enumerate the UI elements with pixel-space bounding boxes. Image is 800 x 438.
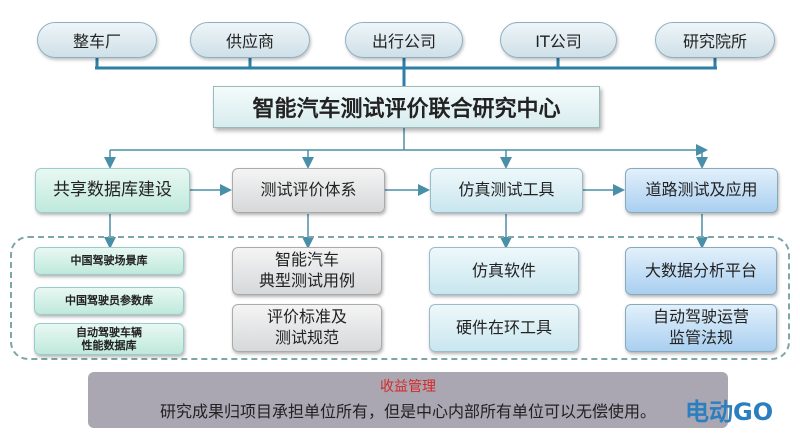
pillar-database: 共享数据库建设 bbox=[35, 168, 190, 213]
db-item-vehicle: 自动驾驶车辆 性能数据库 bbox=[34, 323, 184, 355]
pillar-evaluation: 测试评价体系 bbox=[232, 168, 385, 213]
partner-mobility: 出行公司 bbox=[345, 22, 463, 58]
center-title: 智能汽车测试评价联合研究中心 bbox=[213, 86, 600, 128]
pillar-simulation: 仿真测试工具 bbox=[430, 168, 583, 213]
db-item-scenario: 中国驾驶场景库 bbox=[34, 247, 184, 275]
sim-item-software: 仿真软件 bbox=[429, 247, 579, 295]
eval-item-standards: 评价标准及 测试规范 bbox=[232, 304, 382, 352]
benefit-text: 研究成果归项目承担单位所有，但是中心内部所有单位可以无偿使用。 bbox=[159, 402, 656, 421]
watermark-logo: 电动GO bbox=[685, 398, 774, 426]
pillar-road: 道路测试及应用 bbox=[625, 168, 778, 213]
sim-item-hil: 硬件在环工具 bbox=[429, 304, 579, 352]
partner-supplier: 供应商 bbox=[190, 22, 310, 58]
partner-automaker: 整车厂 bbox=[37, 22, 157, 58]
benefit-heading: 收益管理 bbox=[380, 379, 436, 395]
road-item-bigdata: 大数据分析平台 bbox=[625, 247, 777, 295]
benefit-box: 收益管理 研究成果归项目承担单位所有，但是中心内部所有单位可以无偿使用。 bbox=[88, 372, 728, 428]
road-item-regulation: 自动驾驶运营 监管法规 bbox=[625, 304, 777, 352]
db-item-driver: 中国驾驶员参数库 bbox=[34, 287, 184, 315]
partner-institute: 研究院所 bbox=[655, 22, 775, 58]
dashed-group bbox=[10, 236, 790, 360]
eval-item-cases: 智能汽车 典型测试用例 bbox=[232, 247, 382, 295]
partner-it: IT公司 bbox=[500, 22, 617, 58]
